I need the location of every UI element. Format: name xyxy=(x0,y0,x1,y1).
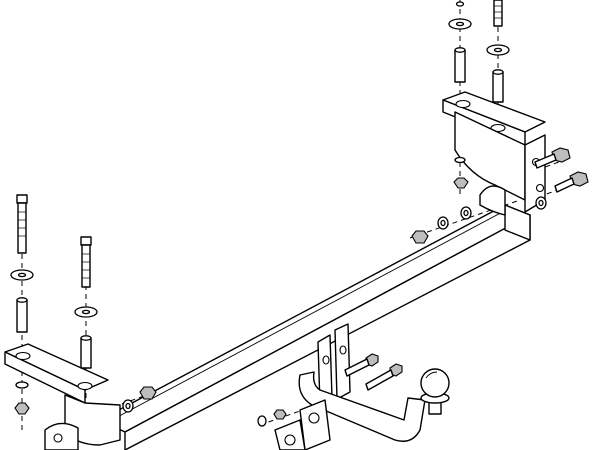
right-bracket-side-hole-2 xyxy=(535,183,545,193)
center-mount-plate-right xyxy=(334,323,351,400)
right-bracket-web xyxy=(454,111,526,201)
center-fasteners xyxy=(257,353,403,427)
right-spacer-2 xyxy=(492,71,504,103)
side-bolt-2 xyxy=(554,171,589,193)
side-bolt-1 xyxy=(534,147,571,169)
left-bolt-2-shank xyxy=(81,244,91,288)
right-bolt-2-shank xyxy=(493,0,503,27)
center-bolt-1-shank xyxy=(344,358,370,377)
left-spacer-2 xyxy=(80,337,92,369)
left-vertical-fasteners xyxy=(10,194,98,415)
right-bracket-saddle xyxy=(479,185,506,216)
right-spacer-1 xyxy=(454,49,466,83)
left-bracket-lower-hole xyxy=(53,433,63,443)
crossbar-left-hardware xyxy=(122,386,157,413)
center-bolt-2 xyxy=(365,363,403,391)
tow-ball-arm xyxy=(298,371,426,442)
crossbar-nut-l xyxy=(139,386,157,400)
crossbar-right-end xyxy=(504,204,531,241)
left-mounting-bracket xyxy=(4,343,121,450)
left-bracket-hole-2 xyxy=(77,381,93,391)
left-spacer-1 xyxy=(16,299,28,333)
side-bolt-2-shank xyxy=(554,177,575,193)
right-side-fasteners xyxy=(534,147,589,210)
left-bolt-2-head xyxy=(80,236,92,246)
socket-nut xyxy=(273,409,287,420)
right-lower-washer xyxy=(454,156,466,164)
right-vertical-fasteners xyxy=(448,0,510,189)
left-lower-washer-1 xyxy=(15,381,29,389)
left-bolt-1-head xyxy=(16,194,28,204)
center-bolt-2-shank xyxy=(365,369,394,391)
right-lower-nut xyxy=(453,177,469,189)
socket-washer xyxy=(257,415,267,427)
electric-socket-plate xyxy=(299,399,331,450)
side-bolt-1-shank xyxy=(534,153,557,169)
left-bracket-hole-1 xyxy=(15,351,31,361)
socket-bracket-hole xyxy=(284,434,296,446)
crossbar-right-hardware xyxy=(411,206,472,244)
center-plate-hole-2 xyxy=(339,345,347,355)
right-bolt-1-tip xyxy=(455,1,465,7)
right-mounting-bracket xyxy=(442,91,546,216)
tow-ball-assembly xyxy=(274,323,450,450)
left-lower-nut-1 xyxy=(14,402,30,415)
crossbar-edge-highlight xyxy=(107,207,511,423)
right-bracket-hole-1 xyxy=(455,99,471,109)
tow-ball xyxy=(420,368,450,398)
crossbar-nut-r xyxy=(411,230,429,244)
socket-plate-center-hole xyxy=(308,412,320,424)
center-plate-hole-1 xyxy=(322,355,330,365)
guide-line-socket-plate xyxy=(259,403,321,426)
center-bolt-1 xyxy=(344,353,379,377)
tow-ball-highlight xyxy=(425,371,438,379)
